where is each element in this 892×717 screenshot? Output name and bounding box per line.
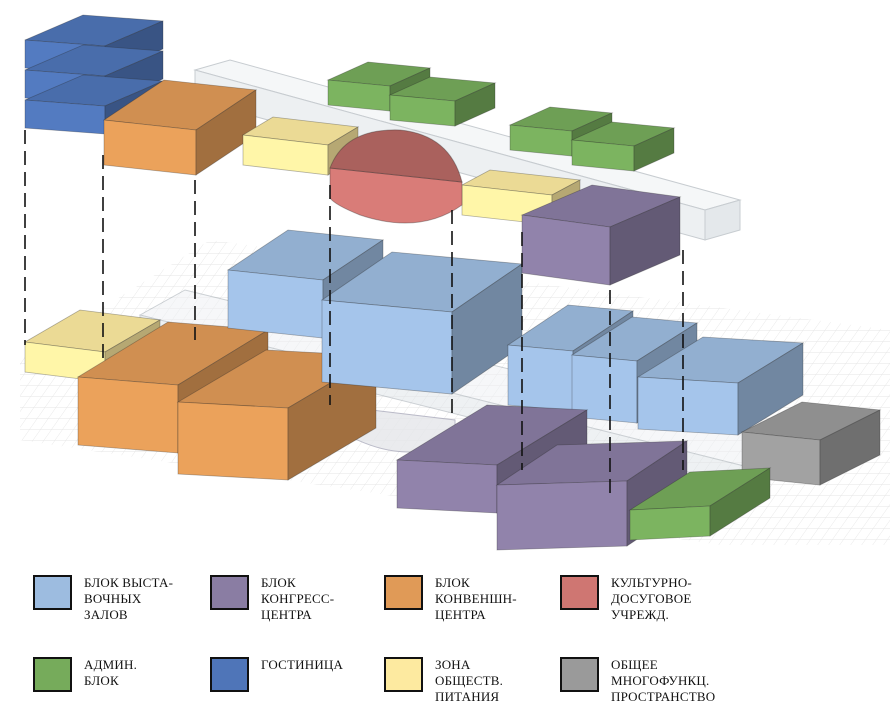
legend-label-food: ЗОНА ОБЩЕСТВ. ПИТАНИЯ — [435, 657, 504, 704]
exhibit-hall-5-front — [637, 376, 739, 436]
convention-block-ground-2-front — [177, 401, 289, 481]
legend-label-convention: БЛОК КОНВЕНШН- ЦЕНТРА — [435, 575, 517, 622]
legend-label-common: ОБЩЕЕ МНОГОФУНКЦ. ПРОСТРАНСТВО — [611, 657, 716, 704]
exhibit-hall-5 — [636, 336, 805, 436]
legend-label-congress: БЛОК КОНГРЕСС- ЦЕНТРА — [261, 575, 335, 622]
legend-item-congress: БЛОК КОНГРЕСС- ЦЕНТРА — [210, 575, 334, 623]
admin-block-upper-2-side — [454, 82, 496, 127]
legend-label-admin: АДМИН. БЛОК — [84, 657, 138, 688]
admin-block-upper-1 — [326, 61, 432, 112]
legend-item-food: ЗОНА ОБЩЕСТВ. ПИТАНИЯ — [384, 657, 503, 705]
admin-block-ground-side — [709, 467, 771, 537]
congress-block-ground-2 — [495, 440, 689, 551]
legend-swatch-cultural — [560, 575, 599, 610]
exploded-axonometric-diagram — [20, 14, 890, 551]
congress-block-upper-side — [609, 196, 681, 286]
legend-swatch-convention — [384, 575, 423, 610]
admin-block-upper-4 — [570, 121, 676, 172]
cultural-block-top — [329, 129, 463, 183]
legend: БЛОК ВЫСТА- ВОЧНЫХ ЗАЛОВ БЛОК КОНГРЕСС- … — [0, 560, 892, 717]
legend-swatch-congress — [210, 575, 249, 610]
legend-item-admin: АДМИН. БЛОК — [33, 657, 137, 692]
legend-item-cultural: КУЛЬТУРНО- ДОСУГОВОЕ УЧРЕЖД. — [560, 575, 692, 623]
congress-block-ground-1-front — [396, 459, 498, 514]
exhibit-hall-2 — [320, 251, 524, 395]
exhibit-hall-5-side — [737, 342, 804, 436]
legend-swatch-common — [560, 657, 599, 692]
legend-item-common: ОБЩЕЕ МНОГОФУНКЦ. ПРОСТРАНСТВО — [560, 657, 715, 705]
convention-block-upper — [102, 79, 258, 176]
legend-label-hotel: ГОСТИНИЦА — [261, 657, 344, 672]
legend-swatch-food — [384, 657, 423, 692]
hotel-floor-1-front — [24, 99, 106, 135]
exhibit-hall-2-front — [321, 299, 453, 395]
convention-block-upper-front — [103, 119, 197, 176]
congress-block-upper — [520, 184, 682, 286]
legend-item-convention: БЛОК КОНВЕНШН- ЦЕНТРА — [384, 575, 517, 623]
convention-block-ground-1-front — [77, 376, 179, 454]
cultural-block-upper — [329, 129, 463, 224]
exhibit-hall-3-front — [507, 344, 574, 412]
legend-swatch-admin — [33, 657, 72, 692]
legend-label-exhibit: БЛОК ВЫСТА- ВОЧНЫХ ЗАЛОВ — [84, 575, 174, 622]
common-space-block-side — [819, 409, 881, 486]
legend-item-hotel: ГОСТИНИЦА — [210, 657, 343, 692]
projection-lines — [24, 130, 684, 500]
legend-item-exhibit: БЛОК ВЫСТА- ВОЧНЫХ ЗАЛОВ — [33, 575, 173, 623]
admin-block-ground-front — [629, 505, 711, 541]
legend-label-cultural: КУЛЬТУРНО- ДОСУГОВОЕ УЧРЕЖД. — [611, 575, 692, 622]
admin-block-upper-4-side — [633, 127, 675, 172]
legend-swatch-exhibit — [33, 575, 72, 610]
exhibit-hall-1-front — [227, 269, 324, 339]
congress-block-upper-front — [521, 214, 611, 286]
admin-block-ground — [628, 467, 772, 541]
congress-block-ground-2-front — [496, 480, 628, 551]
admin-block-upper-2 — [388, 76, 497, 127]
legend-swatch-hotel — [210, 657, 249, 692]
